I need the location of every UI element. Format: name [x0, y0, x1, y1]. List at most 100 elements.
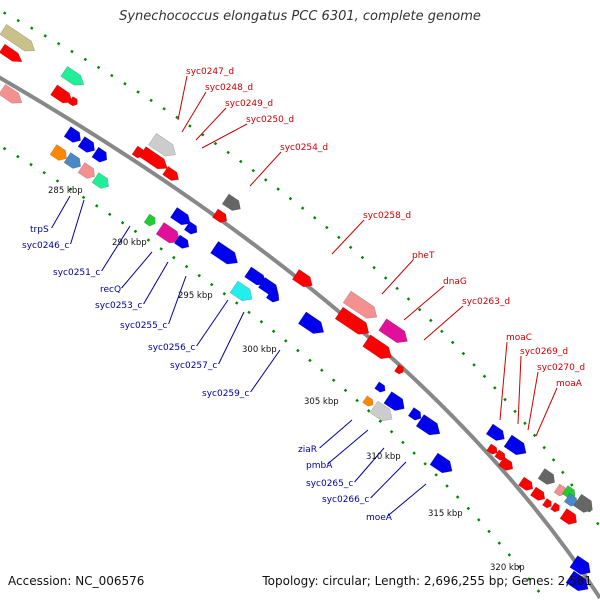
topology-text: Topology: circular; Length: 2,696,255 bp…	[262, 574, 592, 588]
gene-arrow	[210, 241, 238, 265]
reverse-leader	[354, 447, 385, 483]
forward-label: syc0258_d	[363, 211, 411, 221]
reverse-label: syc0246_c	[22, 241, 69, 251]
reverse-label: syc0256_c	[148, 343, 195, 353]
forward-label: syc0254_d	[280, 143, 328, 153]
gene-arrow	[565, 570, 589, 592]
gene-arrow	[292, 269, 313, 288]
reverse-leader	[387, 483, 427, 517]
gene-arrow	[221, 193, 241, 211]
scale-label: 290 kbp	[112, 238, 147, 248]
gene-arrow	[530, 486, 546, 501]
forward-leader	[499, 341, 508, 421]
reverse-leader	[121, 251, 153, 289]
reverse-leader	[168, 275, 187, 325]
gene-arrow	[553, 483, 566, 497]
forward-label: syc0263_d	[462, 297, 510, 307]
gene-arrow	[63, 152, 81, 169]
gene-arrow	[342, 290, 378, 319]
forward-leader	[201, 123, 248, 149]
reverse-leader	[196, 299, 229, 347]
scale-label: 315 kbp	[428, 509, 463, 519]
tick-track	[0, 144, 547, 600]
forward-leader	[181, 91, 207, 133]
reverse-leader	[319, 419, 353, 449]
forward-label: pheT	[412, 251, 435, 261]
gene-arrow	[518, 476, 534, 491]
genome-title: Synechococcus elongatus PCC 6301, comple…	[119, 9, 481, 24]
forward-leader	[177, 75, 188, 121]
gene-arrow	[563, 493, 578, 507]
reverse-label: syc0251_c	[53, 268, 100, 278]
gene-arrow	[486, 443, 498, 455]
scale-label: 305 kbp	[304, 397, 339, 407]
forward-leader	[535, 387, 558, 437]
gene-arrow	[143, 213, 156, 227]
gene-arrow	[550, 502, 560, 513]
reverse-label: syc0259_c	[202, 389, 249, 399]
gene-arrow	[77, 162, 95, 179]
gene-arrow	[374, 381, 386, 393]
reverse-label: syc0257_c	[170, 361, 217, 371]
forward-leader	[527, 371, 539, 431]
gene-arrow	[407, 407, 422, 421]
forward-leader	[403, 285, 445, 321]
forward-label: syc0269_d	[520, 347, 568, 357]
gene-arrow	[334, 306, 370, 335]
forward-leader	[381, 259, 414, 295]
forward-label: moaC	[506, 333, 532, 343]
gene-arrow	[429, 452, 453, 474]
gene-arrow	[77, 136, 95, 153]
reverse-leader	[370, 461, 407, 499]
gene-arrow	[0, 43, 23, 62]
reverse-leader	[51, 195, 71, 229]
gene-arrow	[138, 146, 168, 170]
gene-arrow	[383, 391, 405, 411]
gene-arrow	[362, 334, 392, 359]
gene-arrow	[170, 207, 191, 226]
gene-arrow	[362, 395, 374, 407]
forward-leader	[249, 151, 282, 187]
gene-arrow	[503, 434, 527, 456]
gene-arrow	[415, 414, 441, 436]
gene-arrow	[183, 221, 198, 235]
reverse-leader	[327, 429, 369, 465]
reverse-label: moeA	[366, 513, 393, 523]
gene-arrow	[378, 318, 408, 343]
gene-arrow	[229, 280, 253, 302]
gene-arrow	[369, 400, 393, 422]
gene-arrow	[174, 234, 190, 249]
gene-arrow	[265, 289, 280, 303]
forward-leader	[195, 107, 227, 141]
label-leader-lines	[51, 75, 558, 517]
gene-arrow	[537, 468, 555, 485]
forward-label: syc0249_d	[225, 99, 273, 109]
gene-arrow	[60, 65, 85, 86]
reverse-leader	[250, 349, 281, 393]
reverse-leader	[218, 311, 245, 365]
gene-arrow	[569, 555, 591, 575]
gene-arrow	[148, 133, 176, 157]
gene-features	[0, 24, 593, 592]
reverse-leader	[70, 199, 85, 245]
gene-arrow	[559, 508, 577, 525]
gene-arrow	[49, 144, 67, 161]
forward-leader	[517, 355, 522, 425]
gene-arrow	[162, 166, 179, 181]
gene-arrow	[212, 208, 228, 223]
forward-label: moaA	[556, 379, 583, 389]
forward-label: syc0250_d	[246, 115, 294, 125]
gene-arrow	[68, 96, 78, 107]
scale-label: 320 kbp	[490, 563, 525, 573]
gene-arrow	[91, 172, 109, 189]
reverse-leader	[143, 261, 169, 305]
scale-label: 295 kbp	[178, 291, 213, 301]
gene-arrow	[542, 498, 552, 509]
accession-text: Accession: NC_006576	[8, 574, 145, 588]
scale-label: 285 kbp	[48, 186, 83, 196]
tick-track	[0, 9, 600, 530]
gene-arrow	[498, 456, 514, 471]
